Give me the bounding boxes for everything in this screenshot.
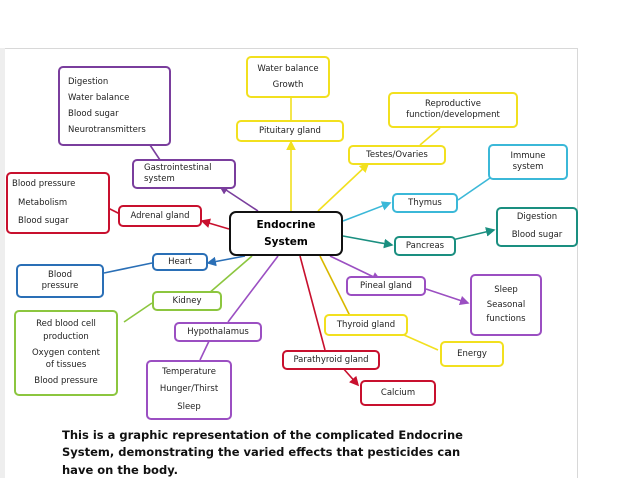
pituitary-effect-growth: Growth bbox=[272, 80, 304, 90]
pineal-effects-box: Sleep Seasonal functions bbox=[470, 274, 542, 336]
pineal-gland-box: Pineal gland bbox=[346, 276, 426, 296]
gi-effect-neurotransmitters: Neurotransmitters bbox=[68, 125, 146, 136]
gi-system-line-1: Gastrointestinal bbox=[144, 163, 212, 174]
kidney-effects-box: Red blood cell production Oxygen content… bbox=[14, 310, 118, 396]
repro-effect-line-2: function/development bbox=[406, 110, 500, 120]
pituitary-gland-box: Pituitary gland bbox=[236, 120, 344, 142]
kidney-box: Kidney bbox=[152, 291, 222, 311]
kidney-effect-oxygen: Oxygen content bbox=[31, 347, 100, 358]
pancreas-effect-blood-sugar: Blood sugar bbox=[511, 230, 563, 240]
pineal-gland-label: Pineal gland bbox=[360, 280, 412, 291]
reproductive-effects-box: Reproductive function/development bbox=[388, 92, 518, 128]
kidney-effect-tissues: of tissues bbox=[45, 360, 87, 371]
pancreas-effect-digestion: Digestion bbox=[516, 212, 558, 223]
link-hub-to-parathyroid bbox=[299, 255, 326, 351]
hypothalamus-box: Hypothalamus bbox=[174, 322, 262, 342]
parathyroid-gland-label: Parathyroid gland bbox=[293, 354, 369, 365]
adrenal-effect-blood-pressure: Blood pressure bbox=[12, 178, 76, 189]
pancreas-label: Pancreas bbox=[405, 240, 445, 251]
adrenal-gland-box: Adrenal gland bbox=[118, 205, 202, 227]
gi-effect-blood-sugar: Blood sugar bbox=[68, 109, 119, 119]
arrow-hub-to-testes bbox=[317, 162, 370, 212]
gi-effects-box: Digestion Water balance Blood sugar Neur… bbox=[58, 66, 171, 146]
thymus-box: Thymus bbox=[392, 193, 458, 213]
gi-effect-water-balance: Water balance bbox=[68, 92, 130, 103]
arrow-parathyroid-to-calcium bbox=[341, 366, 360, 387]
kidney-effect-rbc: Red blood cell bbox=[36, 319, 96, 330]
arrow-pineal-to-effects bbox=[425, 288, 470, 306]
thyroid-gland-label: Thyroid gland bbox=[336, 319, 396, 330]
adrenal-effect-blood-sugar: Blood sugar bbox=[18, 216, 69, 227]
caption-line-1: This is a graphic representation of the … bbox=[62, 428, 463, 442]
heart-label: Heart bbox=[168, 256, 192, 267]
adrenal-gland-label: Adrenal gland bbox=[130, 210, 190, 221]
link-heart-to-effects bbox=[103, 262, 153, 274]
link-testes-to-repro bbox=[419, 127, 441, 146]
parathyroid-effect-calcium: Calcium bbox=[380, 387, 416, 398]
slide-right-rule bbox=[577, 48, 578, 478]
kidney-effect-production: production bbox=[43, 331, 89, 342]
hypothalamus-effect-temperature: Temperature bbox=[162, 366, 216, 377]
hypothalamus-effects-box: Temperature Hunger/Thirst Sleep bbox=[146, 360, 232, 420]
pituitary-gland-label: Pituitary gland bbox=[259, 125, 321, 136]
pineal-effect-functions: functions bbox=[486, 314, 526, 325]
heart-effect-line-1: Blood bbox=[48, 270, 72, 281]
endocrine-system-hub: Endocrine System bbox=[229, 211, 343, 256]
immune-line-1: Immune bbox=[510, 151, 546, 162]
hypothalamus-label: Hypothalamus bbox=[187, 326, 249, 337]
parathyroid-gland-box: Parathyroid gland bbox=[282, 350, 380, 370]
testes-ovaries-label: Testes/Ovaries bbox=[366, 149, 428, 160]
arrow-hub-to-thymus bbox=[342, 201, 392, 222]
kidney-label: Kidney bbox=[172, 295, 202, 306]
gi-effect-digestion: Digestion bbox=[68, 76, 109, 87]
heart-effect-line-2: pressure bbox=[41, 281, 79, 291]
kidney-effect-blood-pressure: Blood pressure bbox=[34, 376, 98, 387]
link-kidney-to-effects bbox=[123, 302, 153, 323]
immune-system-box: Immune system bbox=[488, 144, 568, 180]
arrow-hub-to-pancreas bbox=[342, 235, 394, 249]
arrow-hub-to-gi bbox=[218, 185, 259, 212]
arrow-hub-to-heart bbox=[206, 255, 246, 267]
hypothalamus-effect-sleep: Sleep bbox=[177, 401, 201, 412]
pineal-effect-sleep: Sleep bbox=[494, 285, 518, 296]
pineal-effect-seasonal: Seasonal bbox=[486, 299, 526, 310]
gi-system-box: Gastrointestinal system bbox=[132, 159, 236, 189]
pituitary-effects-box: Water balance Growth bbox=[246, 56, 330, 98]
link-thyroid-to-energy bbox=[403, 334, 439, 351]
thyroid-effect-energy: Energy bbox=[457, 348, 487, 359]
pituitary-effect-water-balance: Water balance bbox=[257, 63, 319, 74]
link-hub-to-hypothalamus bbox=[227, 255, 279, 323]
testes-ovaries-box: Testes/Ovaries bbox=[348, 145, 446, 165]
link-hub-to-thyroid bbox=[319, 255, 351, 317]
hub-line-1: Endocrine bbox=[256, 219, 316, 232]
pancreas-effects-box: Digestion Blood sugar bbox=[496, 207, 578, 247]
slide-left-border bbox=[0, 48, 5, 478]
adrenal-effects-box: Blood pressure Metabolism Blood sugar bbox=[6, 172, 110, 234]
thymus-label: Thymus bbox=[408, 197, 442, 208]
thyroid-effects-box: Energy bbox=[440, 341, 504, 367]
link-thymus-to-immune bbox=[457, 177, 491, 201]
link-hub-to-kidney bbox=[207, 255, 253, 295]
arrow-pancreas-to-effects bbox=[451, 227, 496, 241]
caption-line-3: have on the body. bbox=[62, 462, 178, 477]
slide-top-rule bbox=[5, 48, 577, 49]
repro-effect-line-1: Reproductive bbox=[424, 99, 482, 110]
diagram-caption: This is a graphic representation of the … bbox=[62, 427, 522, 479]
immune-line-2: system bbox=[512, 162, 544, 172]
link-hypothalamus-to-effects bbox=[199, 338, 211, 361]
adrenal-effect-metabolism: Metabolism bbox=[18, 197, 68, 208]
gi-system-line-2: system bbox=[144, 174, 175, 184]
calcium-box: Calcium bbox=[360, 380, 436, 406]
heart-box: Heart bbox=[152, 253, 208, 271]
pancreas-box: Pancreas bbox=[394, 236, 456, 256]
arrow-hub-to-adrenal bbox=[200, 218, 230, 230]
thyroid-gland-box: Thyroid gland bbox=[324, 314, 408, 336]
hub-line-2: System bbox=[264, 235, 308, 248]
caption-line-2: System, demonstrating the varied effects… bbox=[62, 445, 461, 460]
heart-effects-box: Blood pressure bbox=[16, 264, 104, 298]
hypothalamus-effect-hunger-thirst: Hunger/Thirst bbox=[159, 384, 219, 395]
